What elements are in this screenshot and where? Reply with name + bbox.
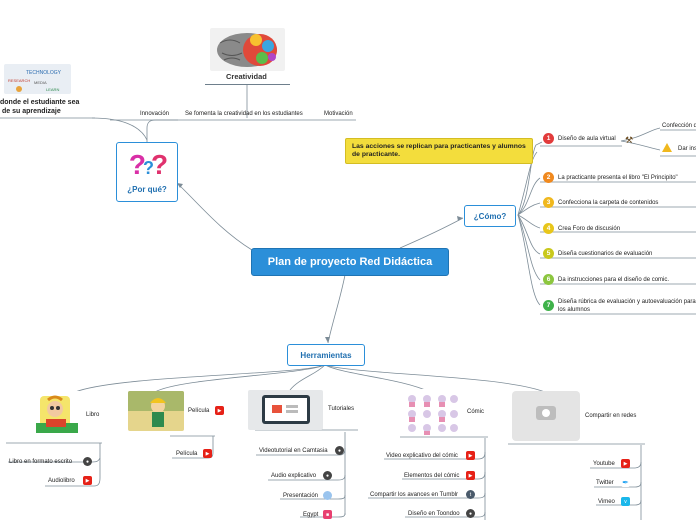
step-4-text: Crea Foro de discusión [558, 225, 620, 233]
pelicula-title: Película [188, 407, 209, 415]
step-7-number: 7 [543, 300, 554, 311]
youtube-icon: ▶ [621, 459, 630, 468]
motivacion-label: Motivación [324, 110, 353, 118]
presentation-icon [323, 491, 332, 500]
compartir-item-twitter: Twitter [596, 479, 614, 487]
youtube-icon: ▶ [466, 451, 475, 460]
twitter-icon: ✒ [621, 478, 630, 487]
herramientas-node[interactable]: Herramientas [287, 344, 365, 366]
step-5-text: Diseña cuestionarios de evaluación [558, 250, 652, 258]
camera-icon [536, 406, 556, 420]
warning-icon [662, 143, 672, 152]
libro-item-escrito: Libro en formato escrito [9, 458, 72, 466]
libro-title: Libro [86, 411, 99, 419]
globe-icon: ● [335, 446, 344, 455]
compartir-title: Compartir en redes [585, 412, 636, 420]
libro-item-audio: Audiolibro [48, 477, 75, 485]
step-2-text: La practicante presenta el libro "El Pri… [558, 174, 678, 182]
pelicula-image [128, 391, 184, 431]
comic-image [402, 389, 462, 435]
comic-item-tumblr: Compartir los avances en Tumblr [370, 491, 458, 499]
vimeo-icon: v [621, 497, 630, 506]
dar-label: Dar ins [678, 145, 696, 153]
comic-title: Cómic [467, 408, 484, 416]
globe-icon: ● [466, 509, 475, 518]
libro-image [32, 391, 82, 439]
technology-image: TECHNOLOGY RESEARCH MEDIA LEARN [4, 64, 71, 94]
por-que-node[interactable]: ??? ¿Por qué? [116, 142, 178, 202]
svg-text:LEARN: LEARN [46, 87, 59, 92]
svg-text:TECHNOLOGY: TECHNOLOGY [26, 70, 62, 76]
compartir-image-placeholder [512, 391, 580, 441]
tutorial-item-egypt: Egypt [303, 511, 318, 519]
tutorial-item-presentacion: Presentación [283, 492, 318, 500]
step-1-text: Diseño de aula virtual [558, 135, 616, 143]
callout-text: Las acciones se replican para practicant… [352, 143, 526, 158]
step-3-number: 3 [543, 197, 554, 208]
step-3-text: Confecciona la carpeta de contenidos [558, 199, 658, 207]
tool-icon: ⚒ [625, 135, 633, 146]
youtube-icon: ▶ [83, 476, 92, 485]
callout-note: Las acciones se replican para practicant… [345, 138, 533, 164]
step-2-number: 2 [543, 172, 554, 183]
estudiante-label-2: de su aprendizaje [2, 108, 61, 116]
svg-text:MEDIA: MEDIA [34, 80, 47, 85]
question-marks-icon: ??? [129, 151, 165, 182]
youtube-icon: ▶ [215, 406, 224, 415]
por-que-label: ¿Por qué? [127, 185, 167, 194]
youtube-icon: ▶ [466, 471, 475, 480]
estudiante-label-1: donde el estudiante sea [0, 99, 79, 107]
innovacion-label: Innovación [140, 110, 169, 118]
step-7-text: Diseña rúbrica de evaluación y autoevalu… [558, 298, 696, 314]
tutorial-item-audio: Audio explicativo [271, 472, 316, 480]
comic-item-toondoo: Diseño en Toondoo [408, 510, 460, 518]
pelicula-item: Película [176, 450, 197, 458]
egypt-link-icon: ■ [323, 510, 332, 519]
globe-icon: ● [83, 457, 92, 466]
globe-icon: ● [323, 471, 332, 480]
tumblr-icon: t [466, 490, 475, 499]
tutoriales-title: Tutoriales [328, 405, 354, 413]
comic-item-video: Video explicativo del cómic [386, 452, 458, 460]
central-node[interactable]: Plan de proyecto Red Didáctica [251, 248, 449, 276]
confeccion-label: Confección d [662, 122, 696, 130]
comic-item-elementos: Elementos del cómic [404, 472, 459, 480]
tutorial-item-camtasia: Videotutorial en Camtasia [259, 447, 328, 455]
creatividad-label: Creatividad [226, 73, 267, 81]
tutoriales-image [248, 390, 323, 430]
fomenta-label: Se fomenta la creatividad en los estudia… [185, 110, 303, 118]
step-6-number: 6 [543, 274, 554, 285]
step-6-text: Da instrucciones para el diseño de comic… [558, 276, 669, 284]
svg-text:RESEARCH: RESEARCH [8, 78, 30, 83]
step-5-number: 5 [543, 248, 554, 259]
youtube-icon: ▶ [203, 449, 212, 458]
compartir-item-vimeo: Vimeo [598, 498, 615, 506]
brain-image [210, 28, 285, 71]
compartir-item-youtube: Youtube [593, 460, 615, 468]
step-1-number: 1 [543, 133, 554, 144]
step-4-number: 4 [543, 223, 554, 234]
como-node[interactable]: ¿Cómo? [464, 205, 516, 227]
